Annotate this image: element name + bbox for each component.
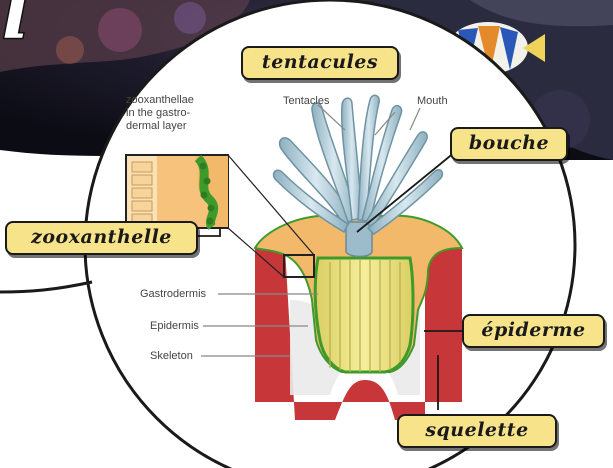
- headline-fragment: l: [2, 0, 29, 55]
- tag-squelette: squelette: [397, 414, 557, 448]
- label-zoox-line3: dermal layer: [126, 120, 246, 133]
- label-zoox-line2: in the gastro-: [126, 107, 246, 120]
- label-tentacles-en: Tentacles: [283, 95, 329, 108]
- label-mouth-en: Mouth: [417, 95, 448, 108]
- tag-epiderme: épiderme: [462, 314, 605, 348]
- label-zooxanthellae-en: zooxanthellae in the gastro- dermal laye…: [126, 94, 246, 133]
- label-epidermis-en: Epidermis: [150, 320, 199, 333]
- tag-zooxanthelle: zooxanthelle: [5, 221, 198, 255]
- label-zoox-line1: zooxanthellae: [126, 94, 246, 107]
- label-gastrodermis-en: Gastrodermis: [140, 288, 206, 301]
- tag-tentacules: tentacules: [241, 46, 399, 80]
- tag-bouche: bouche: [450, 127, 568, 161]
- label-skeleton-en: Skeleton: [150, 350, 193, 363]
